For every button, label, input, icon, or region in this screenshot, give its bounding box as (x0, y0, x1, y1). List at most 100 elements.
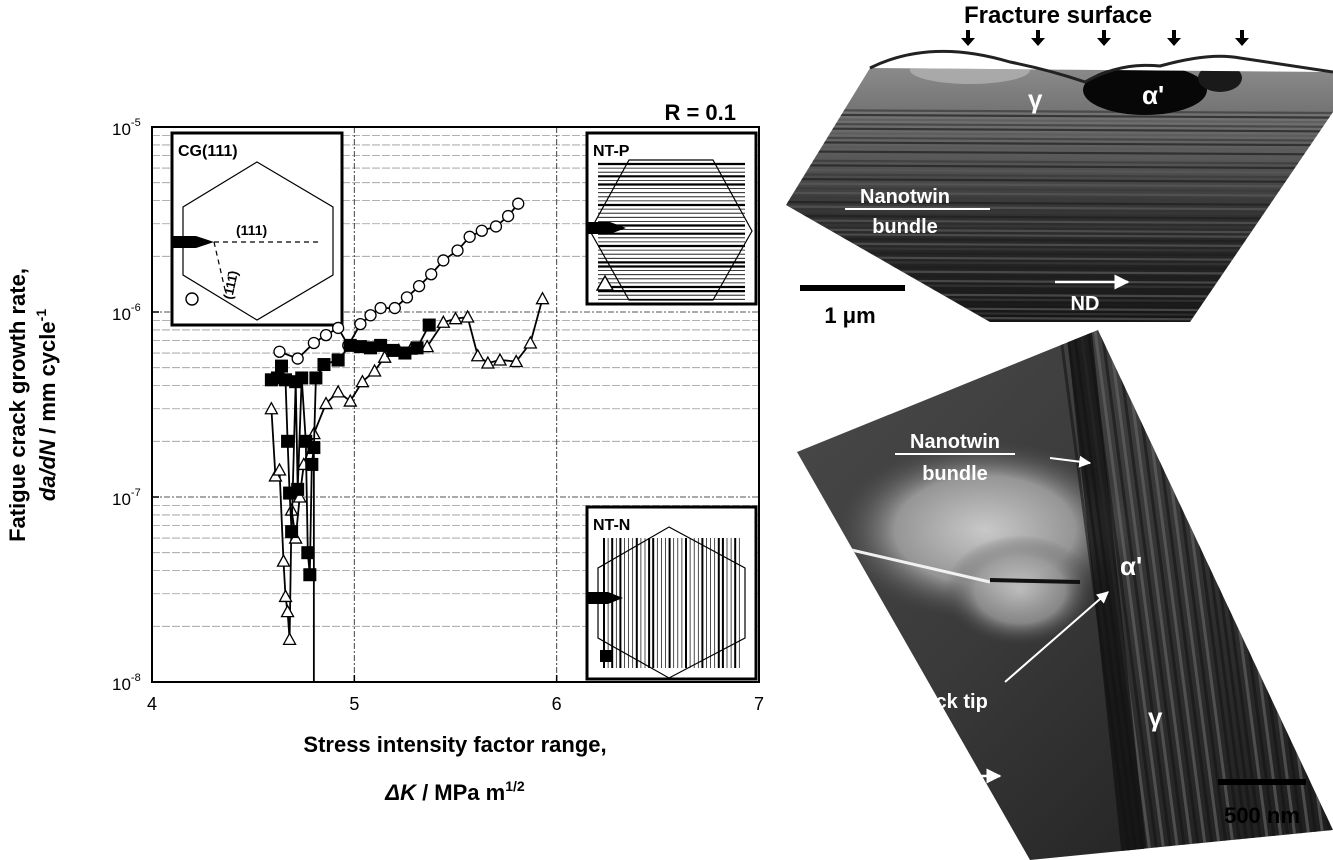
streak (786, 205, 1333, 211)
data-point (355, 374, 370, 388)
data-point (343, 393, 358, 407)
y-tick-label: 10-7 (112, 487, 141, 509)
streak (786, 113, 1333, 119)
data-point (386, 343, 400, 357)
data-point (305, 457, 319, 471)
streak (786, 141, 1333, 147)
down-arrow-icon (1097, 30, 1111, 46)
data-point (492, 352, 508, 366)
data-point (448, 311, 463, 325)
streak (786, 187, 1333, 193)
streak (786, 127, 1333, 133)
data-point (282, 632, 297, 646)
streak (786, 168, 1333, 174)
plot-frame (151, 126, 760, 683)
tem-bot-bundle-line2: bundle (922, 463, 988, 485)
streak (786, 108, 1333, 115)
tem-bot-nd-label: ND (951, 791, 980, 813)
streak (786, 196, 1333, 202)
y-tick-label: 10-6 (112, 302, 141, 324)
down-arrow-icon (961, 30, 975, 46)
data-point (422, 318, 436, 332)
inset-cg-plane-label-2: (111̄) (220, 269, 241, 300)
data-point (331, 321, 345, 335)
x-axis-label-line2: ΔK / MPa m1/2 (384, 778, 525, 805)
tem-top-alpha-label: α' (1142, 80, 1164, 110)
streak (786, 274, 1333, 280)
inset-cg-marker-circle (185, 292, 199, 306)
data-point (463, 230, 476, 243)
streak (786, 260, 1333, 266)
tem-top-bundle-line2: bundle (872, 216, 938, 238)
streak (786, 200, 1333, 207)
x-tick-label: 4 (147, 694, 157, 714)
data-point (291, 482, 305, 496)
data-point (295, 371, 309, 385)
inset-ntn-grain (597, 526, 746, 679)
chart-series (264, 197, 550, 682)
streak (786, 145, 1333, 151)
data-point (400, 291, 414, 304)
data-point (317, 358, 331, 372)
inset-cg-crack-icon (172, 236, 214, 248)
y-axis-label-line2: da/dN / mm cycle-1 (33, 309, 60, 501)
tem-bot-gamma-label: γ (1148, 702, 1163, 732)
data-point (535, 291, 550, 305)
data-point (437, 254, 450, 267)
streak (1121, 330, 1195, 860)
data-point (272, 462, 287, 476)
tem-bot-bundle-line1: Nanotwin (910, 431, 1000, 453)
down-arrow-icon (1167, 30, 1181, 46)
streak (786, 122, 1333, 128)
down-arrow-icon (1235, 30, 1249, 46)
data-point (388, 301, 401, 315)
data-point (480, 355, 495, 369)
tem-bot-alpha-label: α' (1120, 551, 1142, 581)
data-point (460, 309, 475, 323)
data-point (364, 309, 377, 322)
data-point (318, 396, 334, 410)
tem-top-bundle-line1: Nanotwin (860, 186, 950, 208)
data-point (412, 279, 426, 293)
streak (786, 242, 1333, 248)
tem-top-scale-label: 1 μm (824, 303, 875, 328)
data-point (364, 341, 378, 355)
data-point (523, 335, 538, 349)
data-point (307, 336, 321, 350)
inset-cg-title: CG(111) (178, 143, 238, 160)
data-point (374, 338, 388, 352)
data-point (470, 348, 485, 362)
data-point (354, 317, 367, 331)
data-point (353, 340, 367, 354)
data-point (475, 224, 488, 237)
data-point (425, 268, 438, 281)
data-point (489, 220, 503, 233)
streak (1310, 330, 1333, 860)
x-axis-label-line1: Stress intensity factor range, (303, 732, 606, 757)
data-point (451, 244, 464, 257)
data-point (280, 604, 295, 618)
streak (786, 256, 1333, 262)
data-point (291, 352, 304, 365)
inset-cg-plane-label: (111) (236, 222, 267, 238)
data-point (436, 314, 451, 328)
streak (786, 223, 1333, 230)
data-point (331, 353, 345, 367)
data-point (278, 589, 293, 603)
inset-nt-p: NT-P (585, 131, 758, 306)
streak (786, 182, 1333, 188)
tem-top-nd-label: ND (1071, 293, 1100, 315)
streak (786, 159, 1333, 165)
inset-ntn-twin-lines (603, 538, 740, 668)
data-point (281, 434, 295, 448)
inset-cg-grain (182, 161, 334, 321)
streak (786, 251, 1333, 257)
streak (786, 131, 1333, 138)
inset-ntp-title: NT-P (593, 143, 630, 160)
y-axis-label-line1: Fatigue crack growth rate, (5, 268, 30, 542)
data-point (367, 363, 382, 377)
streak (786, 210, 1333, 216)
data-point (292, 489, 307, 503)
inset-ntn-title: NT-N (593, 517, 630, 534)
